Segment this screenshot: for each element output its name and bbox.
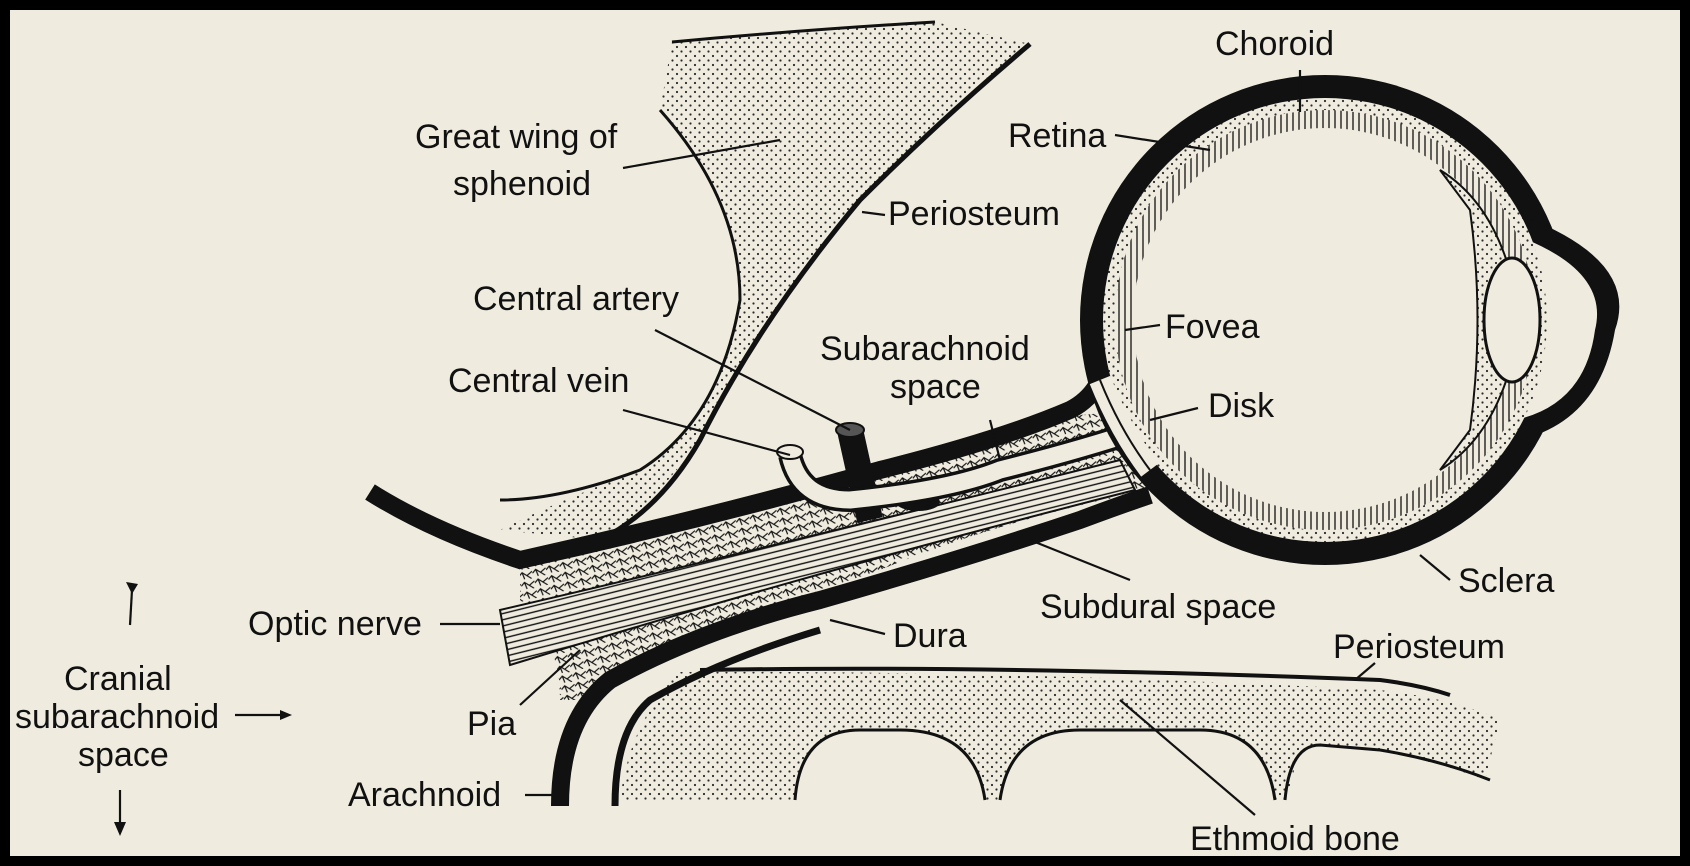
label-sclera: Sclera <box>1458 562 1554 600</box>
label-subarachnoid-1: Subarachnoid <box>820 330 1030 368</box>
label-optic-nerve: Optic nerve <box>248 605 422 643</box>
label-disk: Disk <box>1208 387 1275 425</box>
label-choroid: Choroid <box>1215 25 1334 63</box>
label-arachnoid: Arachnoid <box>348 776 501 814</box>
label-cranial-3: space <box>78 736 169 774</box>
label-subarachnoid-2: space <box>890 368 981 406</box>
label-great-wing-1: Great wing of <box>415 118 618 156</box>
label-central-artery: Central artery <box>473 280 679 318</box>
label-periosteum-bottom: Periosteum <box>1333 628 1505 666</box>
lens <box>1484 258 1540 382</box>
label-periosteum-top: Periosteum <box>888 195 1060 233</box>
label-cranial-1: Cranial <box>64 660 172 698</box>
label-dura: Dura <box>893 617 967 655</box>
label-ethmoid-bone: Ethmoid bone <box>1190 820 1400 858</box>
label-subdural-space: Subdural space <box>1040 588 1276 626</box>
label-great-wing-2: sphenoid <box>453 165 591 203</box>
label-fovea: Fovea <box>1165 308 1260 346</box>
label-central-vein: Central vein <box>448 362 629 400</box>
label-retina: Retina <box>1008 117 1106 155</box>
label-cranial-2: subarachnoid <box>15 698 219 736</box>
label-pia: Pia <box>467 705 516 743</box>
